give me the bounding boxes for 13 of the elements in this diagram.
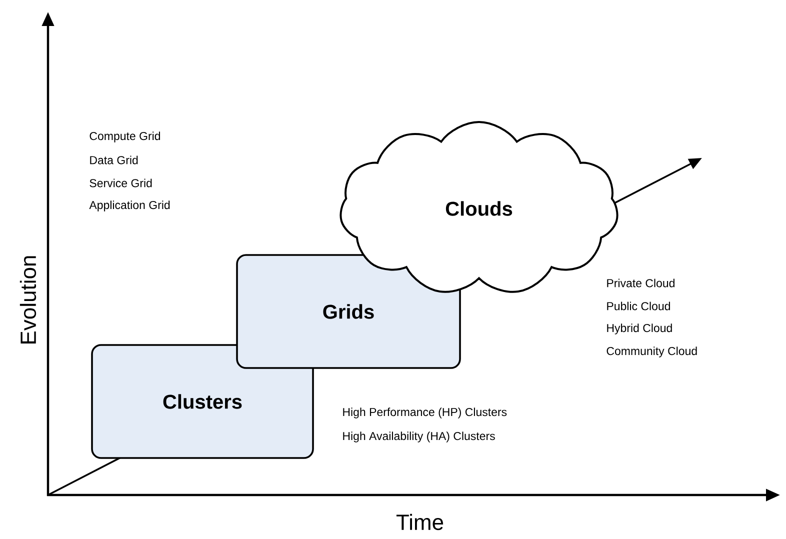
list-item: Service Grid — [90, 178, 152, 188]
stage-box: Clusters — [91, 344, 314, 459]
list-item: Community Cloud — [606, 346, 697, 358]
stage-box: Grids — [236, 254, 461, 369]
axis-label: Time — [396, 514, 444, 530]
axis-label: Evolution — [20, 256, 36, 344]
list-item: Hybrid Cloud — [607, 324, 672, 334]
list-item: High Availability (HA) Clusters — [343, 432, 495, 442]
list-item: High Performance (HP) Clusters — [343, 408, 507, 418]
list-item: Compute Grid — [90, 132, 160, 142]
list-item: Application Grid — [89, 200, 170, 212]
list-item: Public Cloud — [607, 302, 670, 310]
list-item: Data Grid — [90, 156, 138, 164]
